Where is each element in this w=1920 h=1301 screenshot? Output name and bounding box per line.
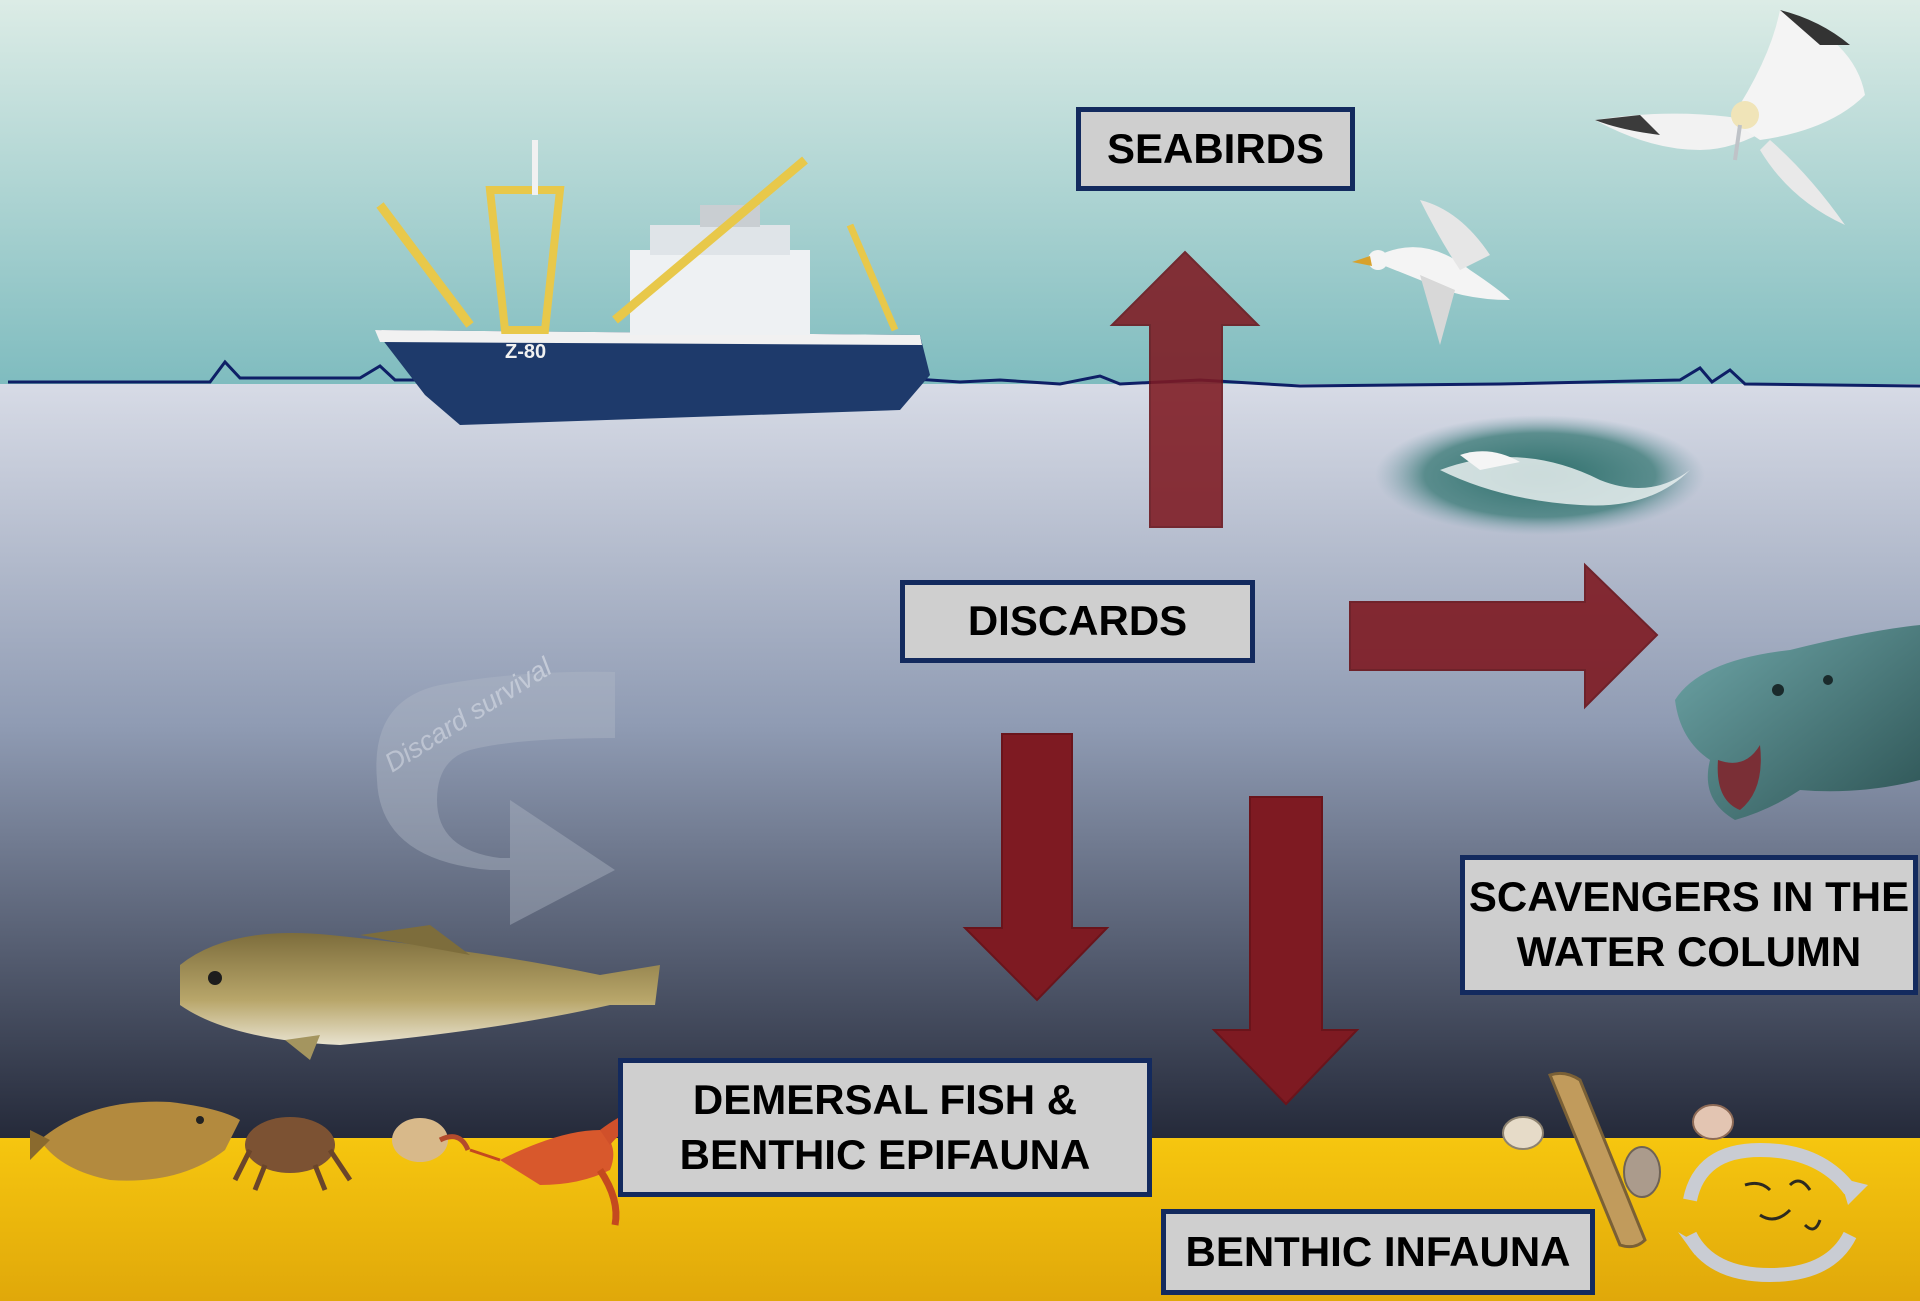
diving-gannet-icon [1375,415,1705,535]
scavengers-label-line1: SCAVENGERS IN THE [1469,870,1909,925]
demersal-label: DEMERSAL FISH & BENTHIC EPIFAUNA [618,1058,1152,1197]
scavengers-label-line2: WATER COLUMN [1469,925,1909,980]
infauna-label: BENTHIC INFAUNA [1161,1209,1595,1295]
demersal-label-line2: BENTHIC EPIFAUNA [680,1128,1091,1183]
seabirds-label-text: SEABIRDS [1107,122,1324,177]
infauna-label-text: BENTHIC INFAUNA [1186,1225,1571,1280]
discards-label-text: DISCARDS [968,594,1187,649]
vessel-hull-marking: Z-80 [505,341,546,363]
scavengers-label: SCAVENGERS IN THE WATER COLUMN [1460,855,1918,995]
discards-label: DISCARDS [900,580,1255,663]
seabirds-label: SEABIRDS [1076,107,1355,191]
demersal-label-line1: DEMERSAL FISH & [680,1073,1091,1128]
